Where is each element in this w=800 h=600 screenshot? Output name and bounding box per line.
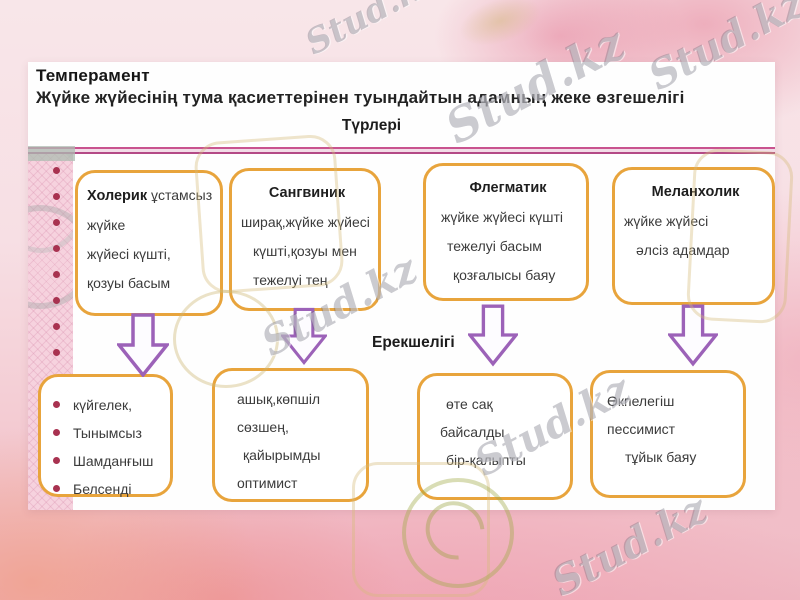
feature-item: бір-қалыпты (446, 452, 526, 468)
down-arrow-icon (468, 304, 518, 367)
type-name-line: Холерик ұстамсыз (87, 181, 215, 211)
feature-text: Тынымсыз (73, 425, 142, 441)
type-box-cholerik: Холерик ұстамсыз жүйке жүйесі күшті, қоз… (75, 170, 223, 316)
down-arrow-icon (281, 307, 327, 366)
types-heading: Түрлері (341, 117, 402, 134)
type-desc-line: күшті,қозуы мен (253, 243, 357, 259)
type-desc-line: тежелуі басым (447, 238, 542, 254)
slide-content-panel: Темперамент Жүйке жүйесінің тума қасиетт… (28, 62, 775, 510)
feature-item: Белсенді (51, 475, 166, 503)
feature-item: Тынымсыз (51, 419, 166, 447)
feature-item: тұйык баяу (625, 449, 697, 465)
type-desc-line: қозғалысы баяу (453, 267, 556, 283)
features-heading: Ерекшелігі (372, 334, 455, 351)
type-name: Меланхолик (651, 184, 740, 200)
feature-text: Белсенді (73, 481, 132, 497)
bullet-dot (53, 297, 60, 304)
hummingbird-logo-decor (433, 0, 567, 70)
type-desc-line: қозуы басым (87, 275, 171, 291)
bullet-dot (53, 245, 60, 252)
feature-box-sangvinik: ашық,көпшіл сөзшең, қайырымды оптимист (212, 368, 369, 502)
feature-item: Өкпелегіш (607, 393, 675, 409)
type-desc-line: тежелуі тең (253, 272, 328, 288)
divider-line (28, 147, 775, 154)
feature-item: күйгелек, (51, 391, 166, 419)
type-desc-inline: ұстамсыз (150, 187, 213, 203)
type-name: Флегматик (469, 180, 547, 196)
bullet-dot (53, 429, 60, 436)
down-arrow-icon (668, 304, 718, 367)
bullet-dot (53, 271, 60, 278)
feature-box-flegmatik: өте сақ байсалды бір-қалыпты (417, 373, 573, 500)
type-desc-line: жүйесі күшті, (87, 246, 171, 262)
type-desc-line: жүйке (87, 217, 126, 233)
feature-item: оптимист (237, 475, 298, 491)
slide-title: Темперамент (36, 66, 150, 85)
feature-item: Шамданғыш (51, 447, 166, 475)
feature-text: күйгелек, (73, 397, 133, 413)
bullet-dot (53, 457, 60, 464)
strip-cap-decor (28, 146, 75, 161)
bullet-dot (53, 323, 60, 330)
bullet-dot (53, 349, 60, 356)
feature-item: өте сақ (446, 396, 493, 412)
slide-subtitle: Жүйке жүйесінің тума қасиеттерінен туынд… (36, 88, 685, 107)
feature-item: ашық,көпшіл (237, 391, 321, 407)
bullet-dot (53, 167, 60, 174)
type-desc-line: әлсіз адамдар (636, 242, 730, 258)
type-name: Сангвиник (268, 185, 346, 201)
bullet-dot (53, 219, 60, 226)
type-name: Холерик (87, 188, 148, 204)
type-desc-line: ширақ,жүйке жүйесі (241, 214, 370, 230)
feature-box-cholerik: күйгелек, Тынымсыз Шамданғыш Белсенді (38, 374, 173, 497)
bullet-dot (53, 485, 60, 492)
type-box-melanholik: Меланхолик жүйке жүйесі әлсіз адамдар (612, 167, 775, 305)
type-box-sangvinik: Сангвиник ширақ,жүйке жүйесі күшті,қозуы… (229, 168, 381, 311)
feature-text: Шамданғыш (73, 453, 154, 469)
down-arrow-icon (117, 313, 169, 377)
type-desc-line: жүйке жүйесі күшті (441, 209, 563, 225)
feature-item: қайырымды (243, 447, 321, 463)
bullet-dot (53, 193, 60, 200)
bullet-dot (53, 401, 60, 408)
feature-item: байсалды (440, 424, 505, 440)
feature-item: сөзшең, (237, 419, 289, 435)
type-desc-line: жүйке жүйесі (624, 213, 709, 229)
watermark: Stud.kz (299, 0, 445, 64)
feature-item: пессимист (607, 421, 676, 437)
feature-box-melanholik: Өкпелегіш пессимист тұйык баяу (590, 370, 746, 498)
type-box-flegmatik: Флегматик жүйке жүйесі күшті тежелуі бас… (423, 163, 589, 301)
